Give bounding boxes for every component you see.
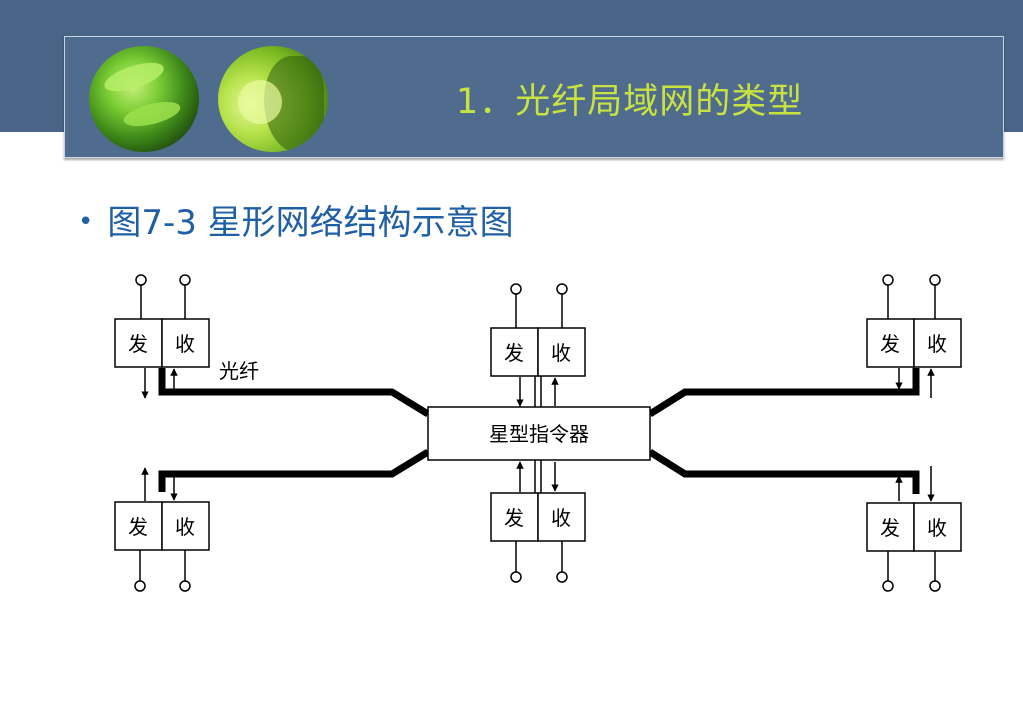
- bullet-dot-icon: •: [78, 207, 94, 237]
- receiver-label: 收: [927, 332, 947, 356]
- terminal-icon: [929, 580, 941, 592]
- terminal-icon: [510, 283, 522, 295]
- leaf-photo-2: [218, 46, 328, 152]
- receiver-label: 收: [551, 341, 571, 365]
- station-bottom-center: 发 收: [490, 461, 586, 583]
- station-top-right: 发 收: [866, 274, 962, 398]
- terminal-icon: [134, 580, 146, 592]
- transmitter-box: [490, 492, 539, 542]
- transmitter-label: 发: [128, 332, 148, 356]
- station-bottom-right: 发 收: [866, 466, 962, 592]
- terminal-icon: [882, 274, 894, 286]
- terminal-icon: [135, 274, 147, 286]
- slide-title: 1．光纤局域网的类型: [456, 82, 804, 122]
- transmitter-label: 发: [880, 332, 900, 356]
- terminal-icon: [882, 580, 894, 592]
- transmitter-box: [114, 501, 163, 551]
- terminal-icon: [556, 283, 568, 295]
- star-coupler-box: [427, 406, 651, 461]
- bullet-item: • 图7-3 星形网络结构示意图: [78, 195, 514, 244]
- receiver-label: 收: [175, 515, 195, 539]
- receiver-box: [913, 502, 962, 552]
- fiber-bottom-right: [648, 449, 920, 494]
- terminal-icon: [556, 571, 568, 583]
- fiber-bottom-left: [158, 449, 430, 492]
- leaf-photo-1: [89, 46, 199, 152]
- fiber-label: 光纤: [219, 359, 259, 383]
- fiber-center: [534, 376, 542, 493]
- star-coupler-label: 星型指令器: [489, 422, 589, 446]
- transmitter-box: [866, 318, 915, 368]
- terminal-icon: [929, 274, 941, 286]
- receiver-box: [537, 327, 586, 377]
- receiver-box: [913, 318, 962, 368]
- bullet-text: 图7-3 星形网络结构示意图: [107, 203, 514, 243]
- transmitter-box: [866, 502, 915, 552]
- fiber-top-right: [648, 368, 920, 417]
- station-bottom-left: 发 收: [114, 467, 210, 592]
- terminal-icon: [179, 274, 191, 286]
- terminal-icon: [179, 580, 191, 592]
- terminal-icon: [510, 571, 522, 583]
- receiver-label: 收: [551, 506, 571, 530]
- station-top-center: 发 收: [490, 283, 586, 407]
- transmitter-label: 发: [504, 506, 524, 530]
- receiver-label: 收: [175, 332, 195, 356]
- transmitter-label: 发: [504, 341, 524, 365]
- fiber-lines: [158, 368, 920, 494]
- station-top-left: 发 收: [114, 274, 210, 399]
- fiber-top-left: [158, 368, 430, 417]
- receiver-box: [537, 492, 586, 542]
- receiver-box: [161, 318, 210, 368]
- receiver-label: 收: [927, 516, 947, 540]
- transmitter-label: 发: [128, 515, 148, 539]
- transmitter-label: 发: [880, 516, 900, 540]
